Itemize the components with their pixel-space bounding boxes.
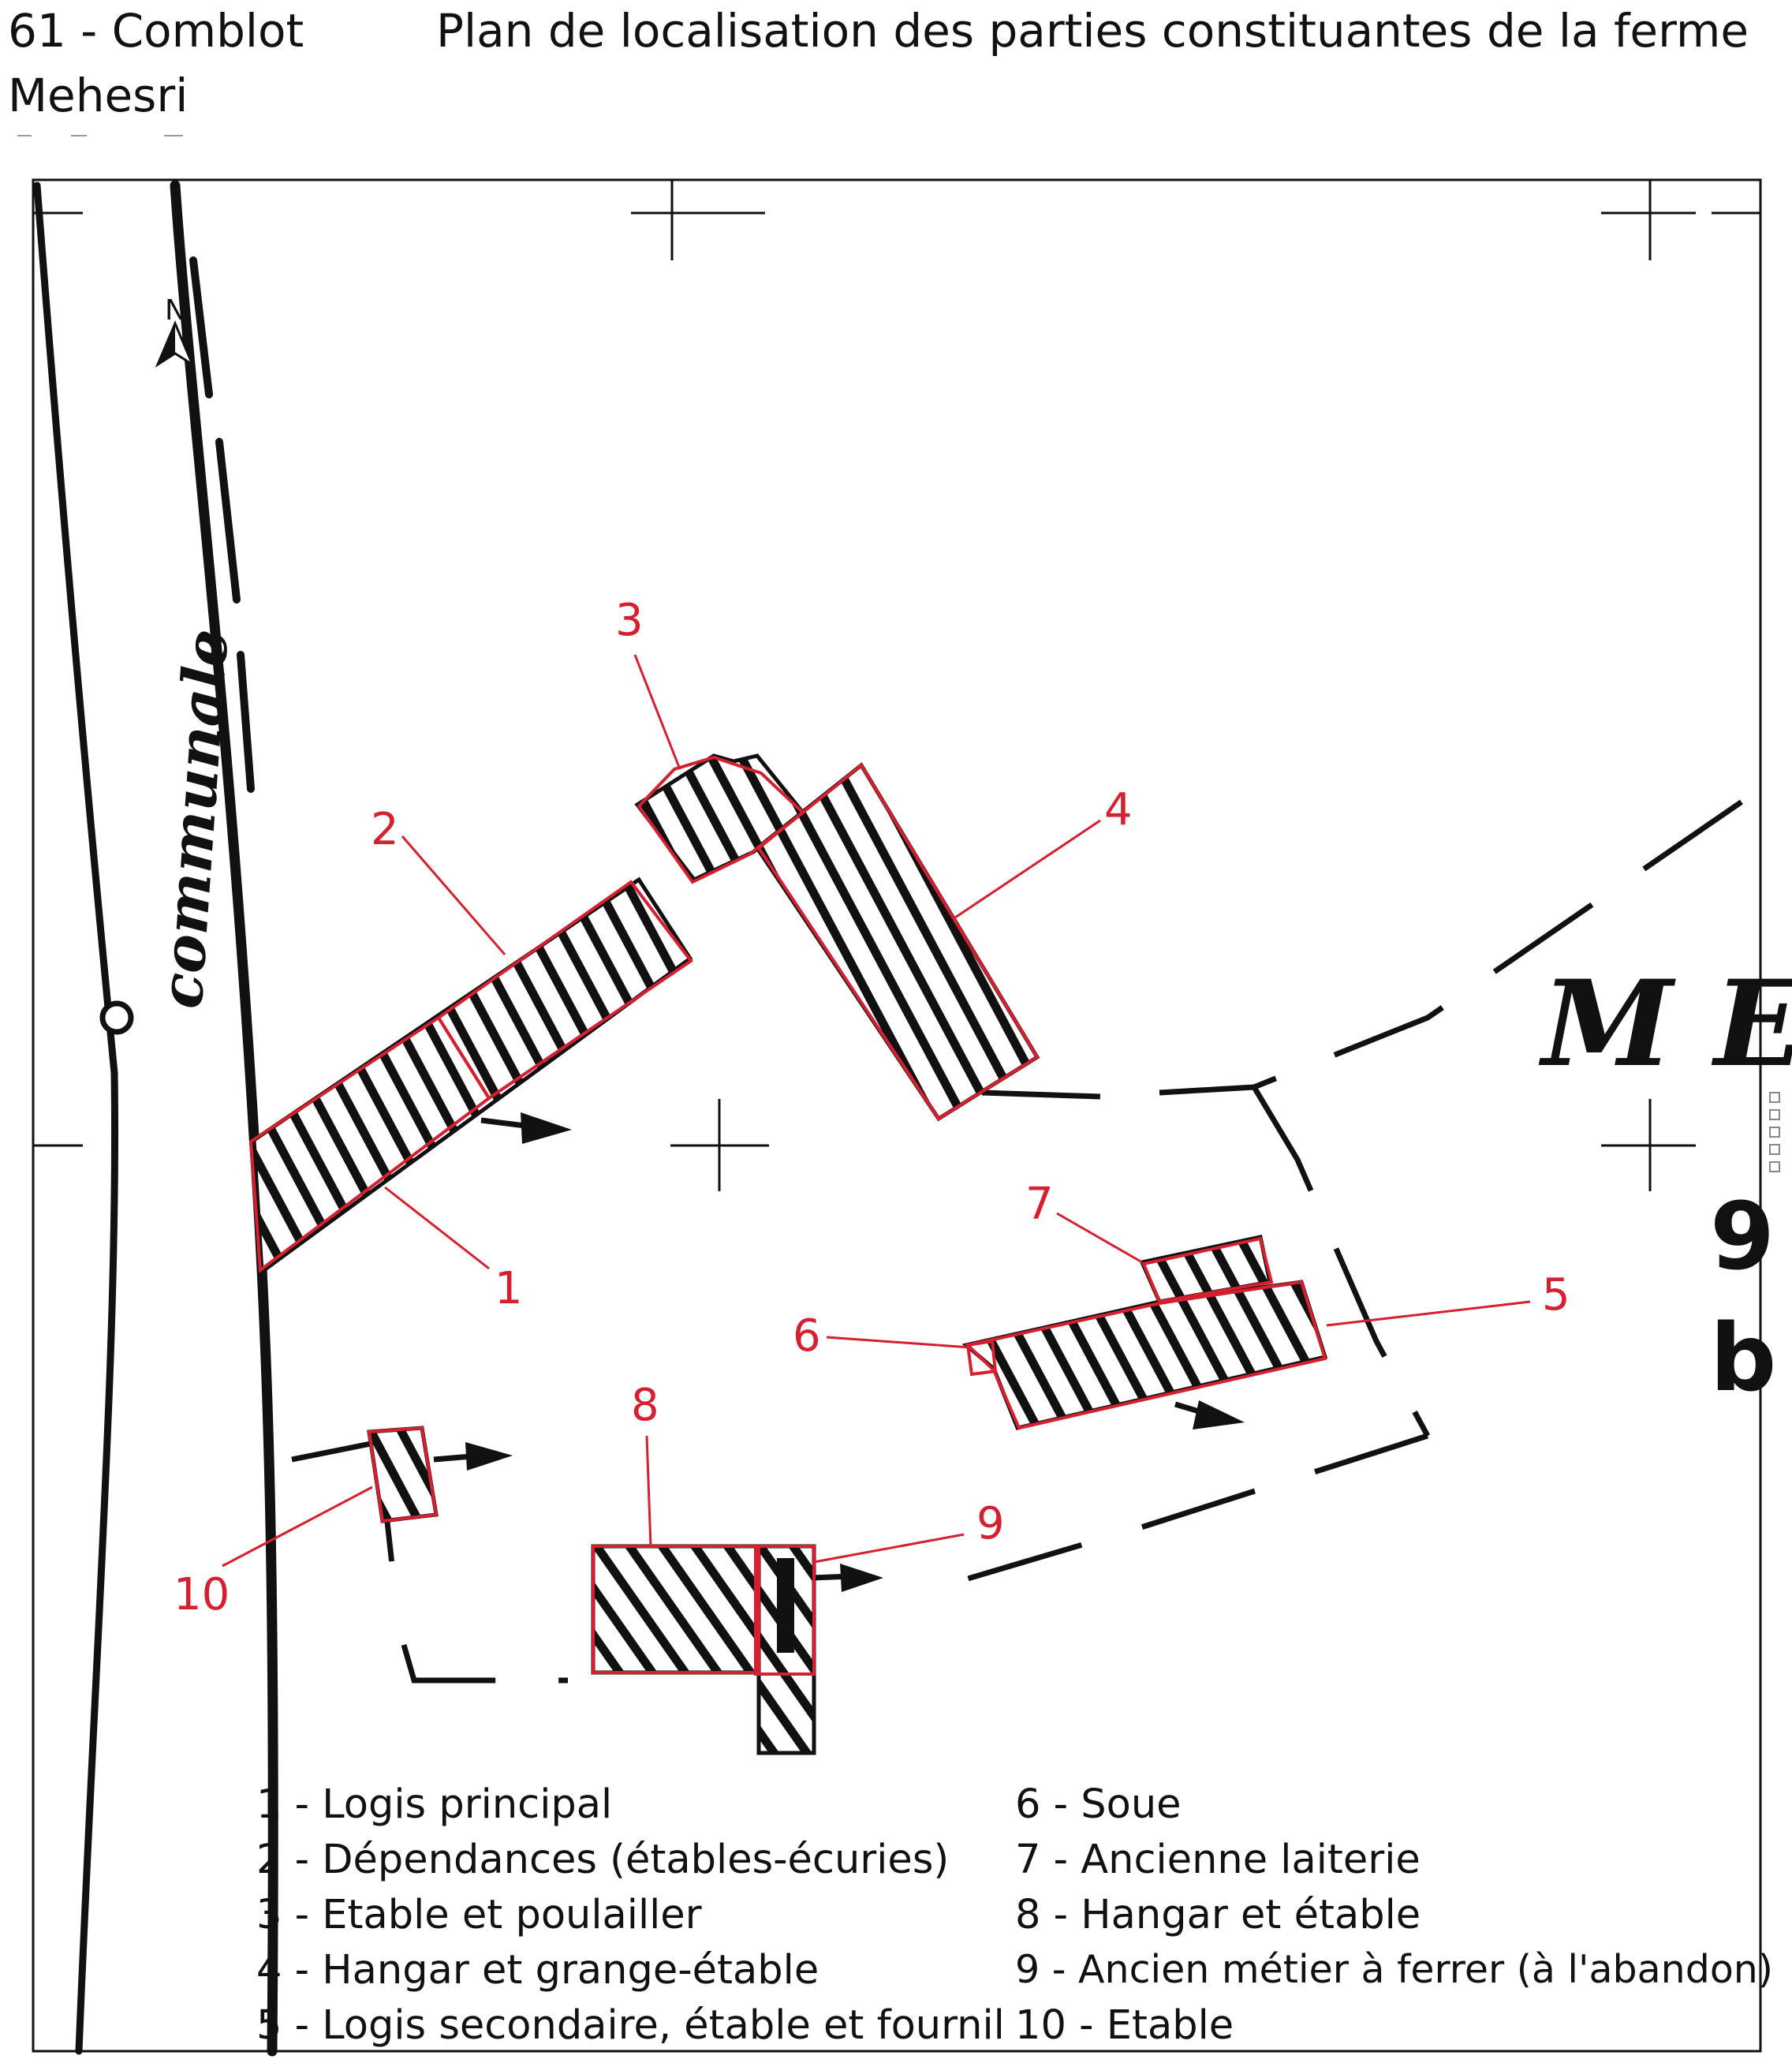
place-fragment: M E [1538, 955, 1792, 1093]
legend-item-6: 6 - Soue [1015, 1781, 1182, 1828]
legend-item-3: 3 - Etable et poulailler [256, 1892, 702, 1938]
callout-3: 3 [615, 595, 644, 646]
outline-7 [1141, 1236, 1274, 1304]
building-1 [252, 876, 693, 1276]
building-5 [961, 1280, 1328, 1430]
callout-5: 5 [1542, 1269, 1570, 1321]
outline-6 [965, 1339, 998, 1377]
road-label: communale [147, 627, 241, 1011]
outline-3 [637, 755, 806, 884]
callout-6: 6 [793, 1310, 821, 1362]
map-frame [32, 178, 1762, 2053]
leader-lines [222, 654, 1531, 1568]
callout-7: 7 [1025, 1179, 1054, 1230]
legend-item-7: 7 - Ancienne laiterie [1015, 1837, 1421, 1883]
north-arrow: N [155, 294, 196, 368]
parcel-fragment-1: 9 [1710, 1182, 1775, 1291]
buildings [252, 753, 1328, 1755]
edge-marks [1769, 1092, 1780, 1172]
legend-item-4: 4 - Hangar et grange-étable [256, 1947, 819, 1994]
callout-9: 9 [976, 1498, 1005, 1549]
callout-10: 10 [174, 1569, 230, 1620]
legend-item-2: 2 - Dépendances (étables-écuries) [256, 1837, 950, 1883]
legend-item-1: 1 - Logis principal [256, 1781, 613, 1828]
legend-item-8: 8 - Hangar et étable [1015, 1892, 1421, 1938]
outline-10 [367, 1426, 439, 1523]
road [33, 180, 278, 2057]
callouts: 1 2 3 4 5 6 7 8 9 10 [174, 595, 1570, 1620]
property-lines [291, 787, 1762, 1684]
building-8 [591, 1544, 761, 1675]
page-title: Plan de localisation des parties constit… [436, 4, 1749, 58]
entrance-arrows [433, 1112, 1245, 1592]
commune-name: 61 - Comblot [8, 4, 304, 58]
callout-8: 8 [631, 1380, 659, 1431]
legend-item-5: 5 - Logis secondaire, étable et fournil [256, 2002, 1005, 2049]
building-outlines [248, 755, 1327, 1676]
building-4 [754, 762, 1040, 1122]
outline-8 [592, 1545, 760, 1674]
outline-9 [754, 1545, 816, 1676]
callout-2: 2 [371, 804, 399, 855]
legend-item-9: 9 - Ancien métier à ferrer (à l'abandon) [1015, 1947, 1773, 1992]
north-label: N [165, 294, 186, 327]
parcel-fragment-2: b [1710, 1303, 1776, 1412]
survey-point [99, 1000, 134, 1035]
outline-2 [436, 880, 693, 1101]
legend-item-10: 10 - Etable [1015, 2002, 1234, 2049]
callout-4: 4 [1104, 784, 1133, 835]
lieu-name: Mehesri [8, 69, 189, 122]
outline-4 [756, 763, 1040, 1121]
callout-1: 1 [495, 1263, 523, 1314]
